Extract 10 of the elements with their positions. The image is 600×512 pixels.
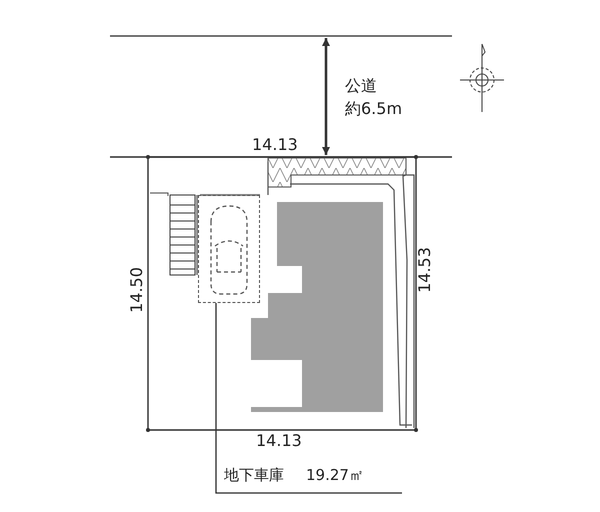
road-width-label: 約6.5m — [345, 101, 402, 117]
dimension-label: 14.13 — [256, 433, 302, 449]
garage-outline — [198, 195, 260, 303]
area-label: 19.27㎡ — [306, 468, 364, 483]
garage-label: 地下車庫 — [224, 468, 284, 483]
dimension-label: 14.13 — [252, 137, 298, 153]
leader-line — [215, 303, 402, 494]
dimension-label: 14.50 — [128, 267, 145, 313]
road-label: 公道 — [345, 78, 377, 94]
dimension-label: 14.53 — [416, 247, 433, 293]
